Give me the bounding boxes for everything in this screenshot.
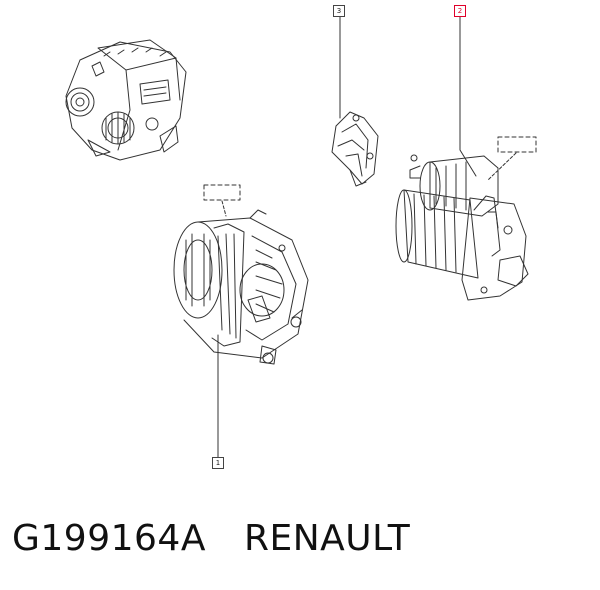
caption: G199164A RENAULT <box>12 513 410 565</box>
part-number: G199164A <box>12 518 206 559</box>
callout-1[interactable]: 1 <box>212 457 224 469</box>
bracket-icon <box>331 14 379 187</box>
callout-2[interactable]: 2 <box>454 5 466 17</box>
parts-diagram <box>65 14 537 458</box>
callout-3[interactable]: 3 <box>333 5 345 17</box>
engine-block-icon <box>65 39 187 161</box>
alternator-icon <box>173 184 309 458</box>
starter-motor-icon <box>395 16 537 301</box>
brand-name: RENAULT <box>243 518 411 559</box>
